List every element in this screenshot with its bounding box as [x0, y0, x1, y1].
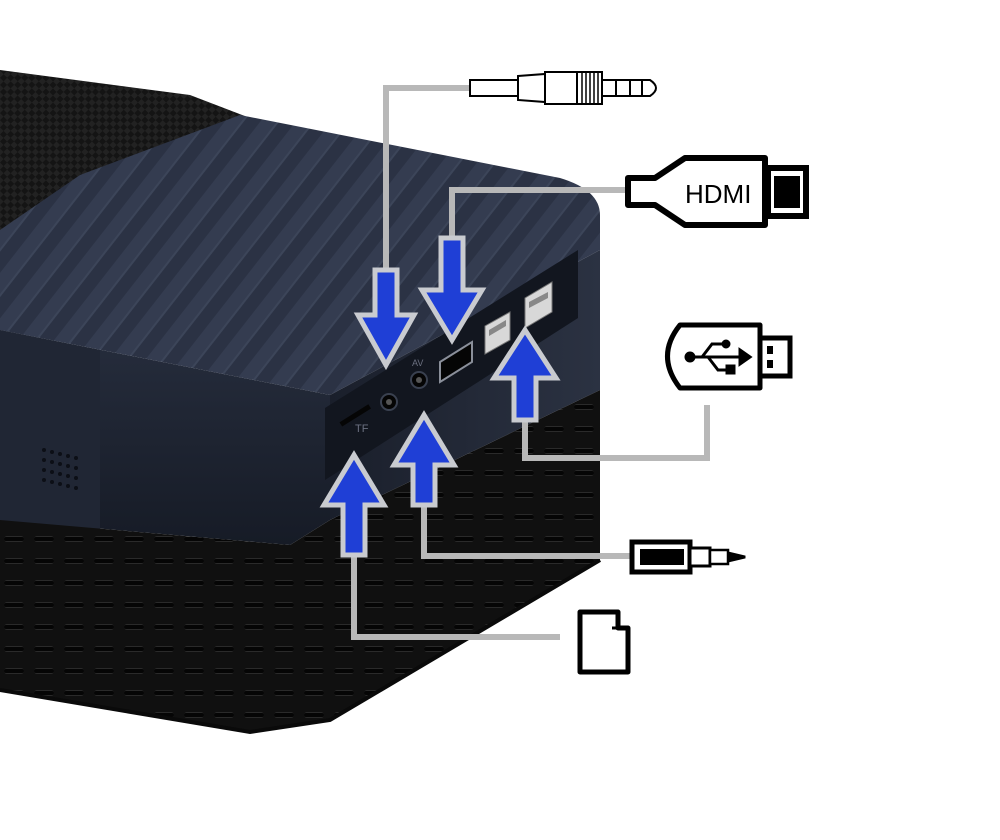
projector-body — [0, 70, 602, 735]
tf-card-icon — [577, 609, 631, 675]
usb-symbol — [684, 339, 753, 375]
usb-drive-icon — [665, 322, 793, 391]
hdmi-down-arrow — [417, 235, 487, 345]
av-line — [421, 505, 632, 559]
connector-lines — [351, 85, 710, 640]
av-port-label: AV — [412, 358, 423, 368]
usb-port-1 — [484, 311, 511, 355]
audio-down-arrow — [353, 267, 419, 371]
hdmi-line — [449, 187, 628, 238]
hdmi-plug-icon: HDMI — [625, 155, 809, 228]
av-port: AV — [410, 358, 428, 389]
usb-line — [522, 405, 710, 461]
hdmi-label: HDMI — [685, 179, 751, 209]
ports: TF AV — [339, 281, 553, 435]
vented-base — [0, 390, 600, 732]
tf-slot-label: TF — [355, 423, 369, 435]
av-plug-icon — [629, 539, 746, 575]
usb-port-2 — [524, 281, 553, 329]
tf-up-arrow — [319, 450, 389, 558]
audio-port — [380, 393, 398, 411]
speaker-grille — [42, 448, 78, 490]
tf-card-slot: TF — [339, 404, 372, 435]
left-panel — [0, 330, 100, 535]
insertion-arrows — [319, 235, 561, 558]
usb-up-arrow — [489, 325, 561, 423]
audio-jack-icon — [469, 71, 657, 105]
av-up-arrow — [389, 410, 459, 508]
tf-line — [351, 555, 560, 640]
hdmi-port — [439, 340, 473, 384]
audio-line — [383, 85, 470, 270]
